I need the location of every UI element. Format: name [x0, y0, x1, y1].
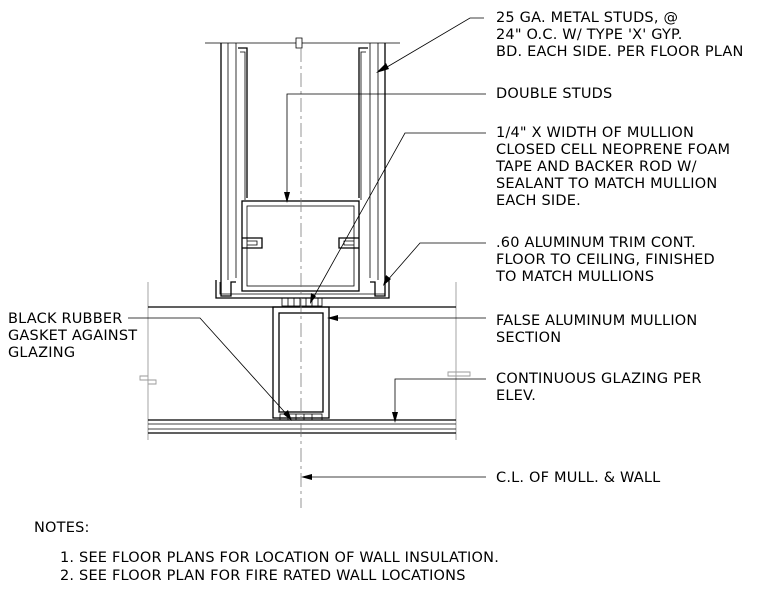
callout-foam-tape: 1/4" X WIDTH OF MULLION CLOSED CELL NEOP…	[495, 125, 730, 209]
leader-lines	[128, 17, 486, 480]
callout-rubber-gasket-line-1: BLACK RUBBER	[8, 311, 123, 327]
callout-foam-tape-line-4: SEALANT TO MATCH MULLION	[496, 176, 717, 192]
callout-centerline: C.L. OF MULL. & WALL	[496, 470, 660, 486]
callout-false-mullion-line-1: FALSE ALUMINUM MULLION	[496, 313, 697, 329]
callout-aluminum-trim-line-3: TO MATCH MULLIONS	[495, 269, 654, 285]
callout-rubber-gasket-line-2: GASKET AGAINST	[8, 328, 137, 344]
callout-glazing-line-2: ELEV.	[496, 388, 536, 404]
callout-aluminum-trim: .60 ALUMINUM TRIM CONT. FLOOR TO CEILING…	[495, 235, 715, 285]
double-studs	[220, 200, 386, 297]
callout-metal-studs-line-3: BD. EACH SIDE. PER FLOOR PLAN	[496, 44, 744, 60]
notes: NOTES: 1. SEE FLOOR PLANS FOR LOCATION O…	[34, 520, 499, 584]
callout-foam-tape-line-3: TAPE AND BACKER ROD W/	[495, 159, 697, 175]
note-item-1: 1. SEE FLOOR PLANS FOR LOCATION OF WALL …	[60, 550, 499, 566]
callout-metal-studs-line-1: 25 GA. METAL STUDS, @	[496, 10, 678, 26]
callout-false-mullion-line-2: SECTION	[496, 330, 561, 346]
notes-heading: NOTES:	[34, 520, 90, 536]
callout-foam-tape-line-5: EACH SIDE.	[496, 193, 581, 209]
callout-glazing-line-1: CONTINUOUS GLAZING PER	[496, 371, 702, 387]
note-item-2: 2. SEE FLOOR PLAN FOR FIRE RATED WALL LO…	[60, 568, 466, 584]
callout-aluminum-trim-line-1: .60 ALUMINUM TRIM CONT.	[496, 235, 696, 251]
callout-false-mullion: FALSE ALUMINUM MULLION SECTION	[496, 313, 697, 346]
wall-assembly	[205, 37, 400, 280]
callout-metal-studs: 25 GA. METAL STUDS, @ 24" O.C. W/ TYPE '…	[496, 10, 744, 60]
callout-rubber-gasket-line-3: GLAZING	[8, 345, 75, 361]
callout-glazing: CONTINUOUS GLAZING PER ELEV.	[496, 371, 702, 404]
callout-double-studs-line-1: DOUBLE STUDS	[496, 86, 612, 102]
callout-centerline-line-1: C.L. OF MULL. & WALL	[496, 470, 660, 486]
callout-double-studs: DOUBLE STUDS	[496, 86, 612, 102]
callout-foam-tape-line-1: 1/4" X WIDTH OF MULLION	[496, 125, 694, 141]
foam-tape	[281, 297, 323, 307]
callout-metal-studs-line-2: 24" O.C. W/ TYPE 'X' GYP.	[496, 27, 683, 43]
callout-aluminum-trim-line-2: FLOOR TO CEILING, FINISHED	[496, 252, 715, 268]
callout-rubber-gasket: BLACK RUBBER GASKET AGAINST GLAZING	[8, 311, 137, 361]
callout-foam-tape-line-2: CLOSED CELL NEOPRENE FOAM	[496, 142, 730, 158]
